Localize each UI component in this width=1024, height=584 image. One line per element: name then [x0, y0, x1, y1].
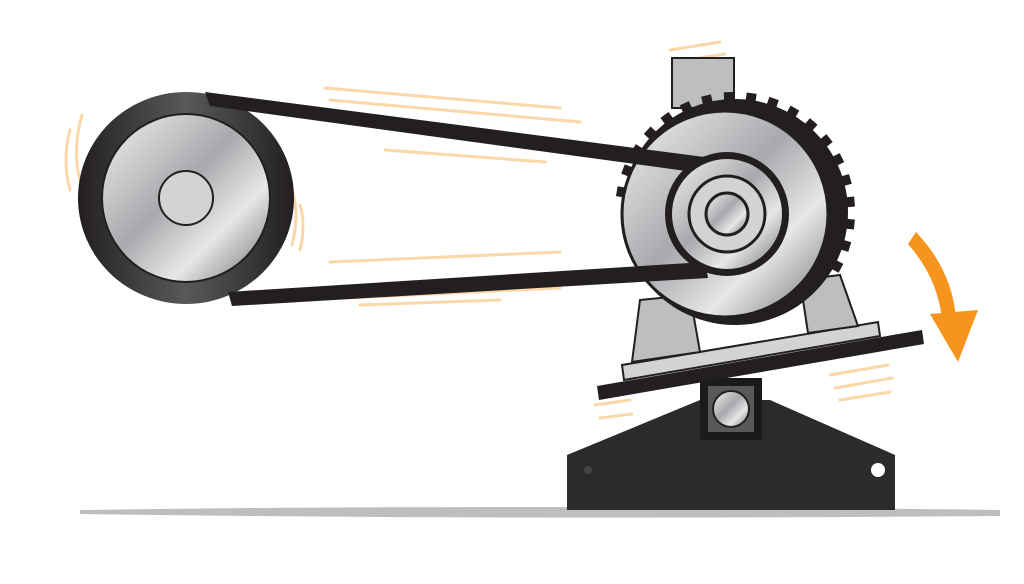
- motion-lines: [64, 40, 894, 420]
- drive-belt-top: [205, 92, 712, 174]
- machine-base: [567, 400, 895, 510]
- drive-belt-bottom: [228, 262, 708, 306]
- pivot-pin: [712, 390, 750, 428]
- base-mount-hole: [871, 463, 885, 477]
- driven-pulley-hub: [158, 170, 214, 226]
- tilting-plate: [597, 330, 924, 400]
- motor-mount-plate: [620, 320, 882, 382]
- motor-shaft: [704, 191, 750, 237]
- curved-arrow-down-icon: [908, 232, 978, 362]
